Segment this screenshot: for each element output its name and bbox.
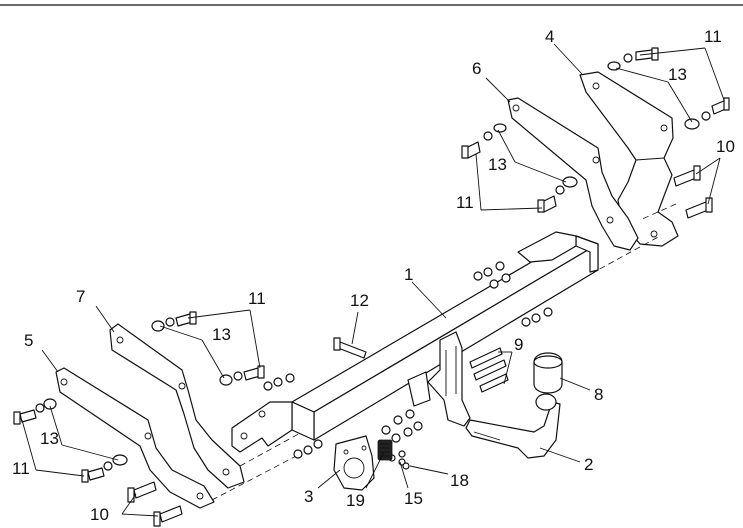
- label-1: 1: [404, 265, 413, 284]
- bolt-group-10-right: [673, 165, 713, 219]
- socket-plate-3: [333, 435, 375, 491]
- nut-group-right: [473, 261, 553, 327]
- label-3: 3: [304, 487, 313, 506]
- bracket-6: [507, 97, 639, 251]
- bracket-4: [579, 71, 679, 247]
- bolt-group-11-bracket-7: [151, 311, 265, 386]
- label-11-left-upper: 11: [248, 289, 266, 308]
- bolt-group-11-bracket-6: [461, 123, 578, 213]
- label-5: 5: [24, 331, 33, 350]
- bolt-group-9: [469, 347, 509, 393]
- label-4: 4: [545, 27, 554, 46]
- bracket-5: [55, 367, 215, 509]
- nut-group-left: [263, 373, 323, 459]
- ball-cover-8: [533, 352, 563, 394]
- label-12: 12: [350, 291, 369, 310]
- label-11-left-lower: 11: [12, 459, 30, 478]
- bolt-group-11-upper-right: [607, 47, 730, 130]
- label-9: 9: [514, 335, 523, 354]
- bolt-group-11-bracket-5: [13, 398, 128, 483]
- crossbar-1: [231, 231, 599, 453]
- label-13-left-lower: 13: [40, 429, 59, 448]
- part-labels: 4 6 11 13 10 13 11 1 12 9 8 2 7 11 13 5 …: [12, 27, 735, 524]
- label-19: 19: [346, 491, 365, 510]
- axis-right-bolt: [639, 203, 677, 221]
- label-6: 6: [472, 59, 481, 78]
- towball-neck-2: [465, 393, 561, 459]
- label-13-centre: 13: [488, 155, 507, 174]
- label-13-upper-right: 13: [668, 65, 687, 84]
- label-10-left: 10: [90, 505, 109, 524]
- centre-hardware: [377, 409, 423, 470]
- label-13-left-upper: 13: [212, 325, 231, 344]
- label-10-right: 10: [716, 137, 735, 156]
- label-18: 18: [450, 471, 469, 490]
- bolt-12: [333, 337, 367, 359]
- label-8: 8: [594, 385, 603, 404]
- label-2: 2: [584, 455, 593, 474]
- leader-lines: [21, 43, 725, 517]
- label-15: 15: [404, 489, 423, 508]
- label-7: 7: [76, 287, 85, 306]
- label-11-centre: 11: [456, 193, 474, 212]
- axis-lower-left: [211, 453, 301, 501]
- bracket-7: [109, 323, 245, 489]
- label-11-upper-right: 11: [704, 27, 722, 46]
